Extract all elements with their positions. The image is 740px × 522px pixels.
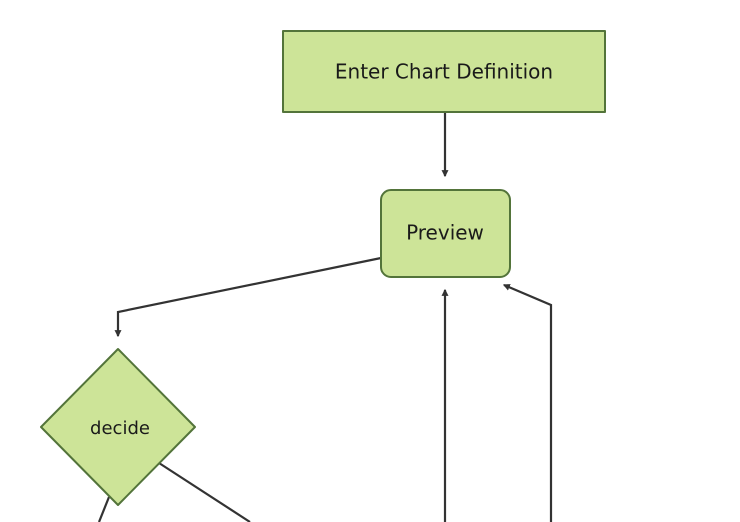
node-preview-label: Preview <box>406 221 484 245</box>
node-enter-chart-definition[interactable]: Enter Chart Definition <box>282 30 606 113</box>
node-decide[interactable]: decide <box>40 348 196 506</box>
edge-return-right-to-preview <box>502 283 553 522</box>
edge-layer <box>97 112 553 522</box>
node-layer: Enter Chart Definition Preview decide <box>40 30 606 506</box>
node-decide-shape[interactable] <box>40 348 196 506</box>
node-enter-chart-definition-label: Enter Chart Definition <box>335 60 553 84</box>
edge-decide-branch-right <box>158 462 251 522</box>
node-preview-shape[interactable] <box>380 189 511 278</box>
node-decide-label: decide <box>90 418 150 439</box>
edge-preview-to-decide <box>114 256 382 338</box>
edge-decide-branch-left <box>97 496 111 522</box>
node-preview[interactable]: Preview <box>380 189 511 278</box>
node-enter-chart-definition-shape[interactable] <box>282 30 606 113</box>
